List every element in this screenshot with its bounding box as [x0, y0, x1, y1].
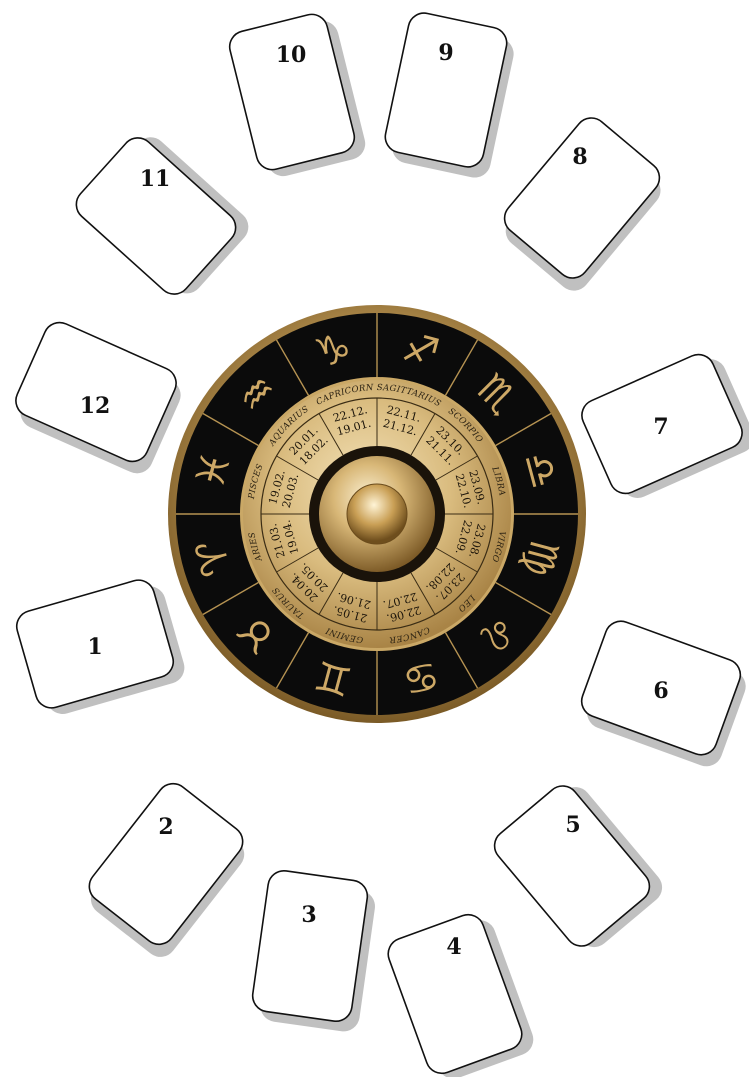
card-number-label: 1	[87, 634, 102, 660]
tarot-card-slot-7: 7	[577, 349, 749, 503]
card-outline	[83, 777, 249, 950]
card-number-label: 9	[438, 40, 453, 66]
tarot-card-slot-3: 3	[251, 869, 377, 1034]
card-outline	[70, 131, 242, 300]
tarot-card-slot-5: 5	[488, 779, 669, 953]
zodiac-wheel: ♑CAPRICORN22.12.19.01.♐SAGITTARIUS22.11.…	[168, 305, 586, 723]
tarot-card-slot-4: 4	[384, 910, 538, 1077]
card-number-label: 7	[653, 414, 668, 440]
card-outline	[488, 779, 656, 952]
tarot-card-slot-10: 10	[226, 11, 368, 180]
card-number-label: 8	[572, 144, 587, 170]
card-number-label: 4	[446, 934, 461, 960]
tarot-card-slot-11: 11	[70, 131, 255, 301]
card-number-label: 6	[653, 678, 668, 704]
tarot-card-slot-12: 12	[11, 317, 186, 478]
card-number-label: 10	[276, 42, 307, 68]
tarot-card-slot-6: 6	[577, 617, 749, 771]
card-number-label: 11	[140, 166, 171, 192]
card-number-label: 2	[158, 814, 173, 840]
card-outline	[251, 869, 370, 1024]
card-number-label: 5	[565, 812, 580, 838]
tarot-card-slot-9: 9	[382, 10, 516, 180]
card-number-label: 12	[80, 393, 111, 419]
card-number-label: 3	[301, 902, 316, 928]
card-outline	[498, 111, 666, 284]
tarot-card-slot-8: 8	[498, 111, 667, 297]
center-knob	[347, 484, 407, 544]
tarot-card-slot-1: 1	[13, 576, 188, 717]
tarot-card-slot-2: 2	[83, 777, 251, 963]
